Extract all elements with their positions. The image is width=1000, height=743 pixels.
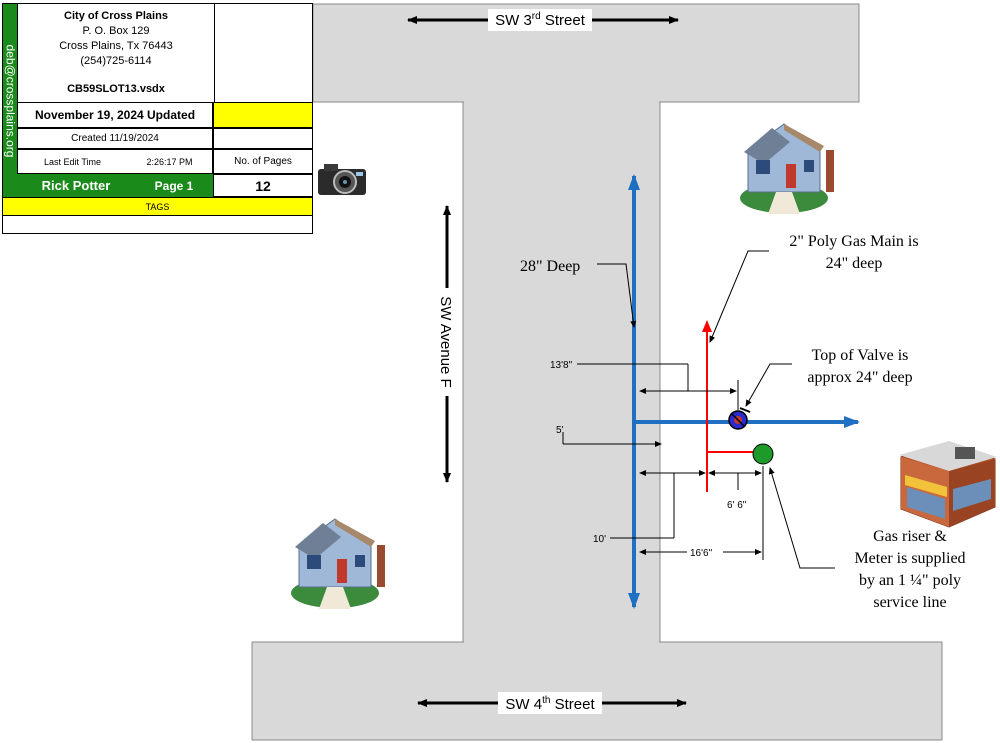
riser-note-line2: Meter is supplied bbox=[854, 550, 965, 567]
page-number: Page 1 bbox=[135, 174, 213, 197]
created-date: Created 11/19/2024 bbox=[17, 128, 213, 149]
main-depth-label: 28" Deep bbox=[520, 258, 580, 275]
email-sidebar: deb@crossplains.org bbox=[3, 4, 17, 197]
dimension-5 bbox=[562, 432, 662, 447]
email-text: deb@crossplains.org bbox=[3, 44, 17, 157]
valve-icon bbox=[728, 407, 751, 430]
valve-note-line2: approx 24" deep bbox=[807, 369, 912, 386]
author-name: Rick Potter bbox=[17, 174, 135, 197]
store-icon bbox=[899, 441, 997, 528]
dimension-10 bbox=[610, 470, 706, 539]
dimension-6-6 bbox=[708, 466, 764, 560]
created-blank bbox=[213, 128, 313, 149]
dimension-13-8-label: 13'8" bbox=[550, 360, 573, 371]
gas-main-note-line1: 2" Poly Gas Main is bbox=[789, 233, 918, 250]
org-po-box: P. O. Box 129 bbox=[82, 25, 150, 37]
leader-28-deep bbox=[597, 263, 637, 328]
riser-note-line1: Gas riser & bbox=[873, 528, 947, 545]
org-info: City of Cross Plains P. O. Box 129 Cross… bbox=[17, 4, 215, 102]
house-icon bbox=[291, 518, 385, 609]
org-city-state: Cross Plains, Tx 76443 bbox=[59, 40, 173, 52]
leader-valve bbox=[745, 363, 792, 407]
gas-main-note-line2: 24" deep bbox=[826, 255, 883, 272]
updated-highlight bbox=[213, 102, 313, 128]
tags-bar: TAGS bbox=[3, 197, 312, 216]
riser-note-line4: service line bbox=[873, 594, 946, 611]
dimension-6-6-label: 6' 6" bbox=[727, 500, 747, 511]
pages-count: 12 bbox=[213, 174, 313, 197]
dimension-5-label: 5' bbox=[556, 425, 564, 436]
dimension-10-label: 10' bbox=[593, 534, 606, 545]
valve-note-line1: Top of Valve is bbox=[812, 347, 909, 364]
camera-icon[interactable] bbox=[318, 164, 366, 195]
street-top-label: SW 3rd Street bbox=[495, 11, 586, 29]
gas-meter-riser bbox=[752, 443, 774, 465]
street-bottom-road bbox=[251, 641, 943, 741]
org-phone: (254)725-6114 bbox=[80, 55, 152, 67]
house-icon bbox=[740, 123, 834, 214]
org-name: City of Cross Plains bbox=[64, 10, 168, 22]
riser-note-line3: by an 1 ¼" poly bbox=[859, 572, 961, 589]
title-block: deb@crossplains.org City of Cross Plains… bbox=[2, 3, 313, 234]
dimension-16-6-label: 16'6" bbox=[690, 548, 713, 559]
updated-date: November 19, 2024 Updated bbox=[17, 102, 213, 128]
pages-label: No. of Pages bbox=[213, 149, 313, 174]
street-bottom-label: SW 4th Street bbox=[505, 695, 595, 713]
leader-gas-main bbox=[709, 250, 769, 343]
avenue-road bbox=[462, 101, 661, 643]
avenue-label: SW Avenue F bbox=[437, 296, 454, 387]
last-edit-label: Last Edit Time bbox=[17, 149, 127, 174]
leader-riser bbox=[768, 467, 835, 569]
dimension-13-8 bbox=[577, 363, 739, 410]
file-name: CB59SLOT13.vsdx bbox=[67, 83, 165, 95]
last-edit-time: 2:26:17 PM bbox=[127, 149, 213, 174]
